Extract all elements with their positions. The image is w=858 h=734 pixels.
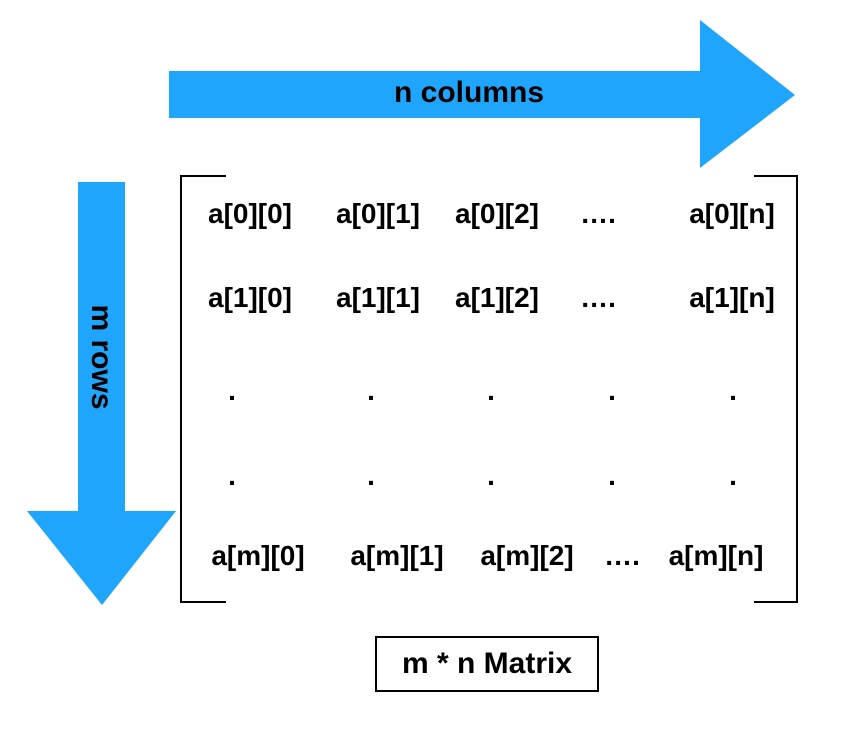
matrix-cell-r2-c4: . bbox=[729, 375, 737, 406]
matrix-cell-r3-c1: . bbox=[367, 460, 375, 491]
matrix-cell-r0-c2: a[0][2] bbox=[454, 198, 540, 229]
matrix-cell-r0-c1: a[0][1] bbox=[335, 198, 421, 229]
matrix-cell-r4-c2: a[m][2] bbox=[480, 540, 574, 571]
matrix-cell-r2-c2: . bbox=[487, 375, 495, 406]
matrix-right-bracket bbox=[754, 175, 798, 603]
matrix-cell-r3-c0: . bbox=[228, 460, 236, 491]
matrix-cell-r4-c0: a[m][0] bbox=[211, 540, 305, 571]
matrix-cell-r3-c2: . bbox=[487, 460, 495, 491]
matrix-cell-r1-c3: …. bbox=[580, 282, 616, 313]
matrix-cell-r2-c3: . bbox=[608, 375, 616, 406]
matrix-cell-r3-c3: . bbox=[608, 460, 616, 491]
columns-label: n columns bbox=[394, 76, 545, 109]
matrix-cell-r2-c0: . bbox=[228, 375, 236, 406]
matrix-caption: m * n Matrix bbox=[375, 636, 599, 692]
matrix-cell-r4-c1: a[m][1] bbox=[350, 540, 444, 571]
matrix-cell-r2-c1: . bbox=[367, 375, 375, 406]
matrix-left-bracket bbox=[180, 175, 226, 603]
rows-label: m rows bbox=[85, 304, 118, 410]
matrix-cell-r0-c3: …. bbox=[580, 198, 616, 229]
matrix-cell-r1-c4: a[1][n] bbox=[689, 282, 775, 313]
matrix-cell-r0-c0: a[0][0] bbox=[207, 198, 293, 229]
matrix-cell-r1-c0: a[1][0] bbox=[207, 282, 293, 313]
matrix-cell-r1-c2: a[1][2] bbox=[454, 282, 540, 313]
matrix-cell-r1-c1: a[1][1] bbox=[335, 282, 421, 313]
matrix-cell-r4-c3: …. bbox=[604, 540, 640, 571]
matrix-cell-r4-c4: a[m][n] bbox=[668, 540, 764, 571]
matrix-cell-r0-c4: a[0][n] bbox=[689, 198, 775, 229]
matrix-cell-r3-c4: . bbox=[729, 460, 737, 491]
